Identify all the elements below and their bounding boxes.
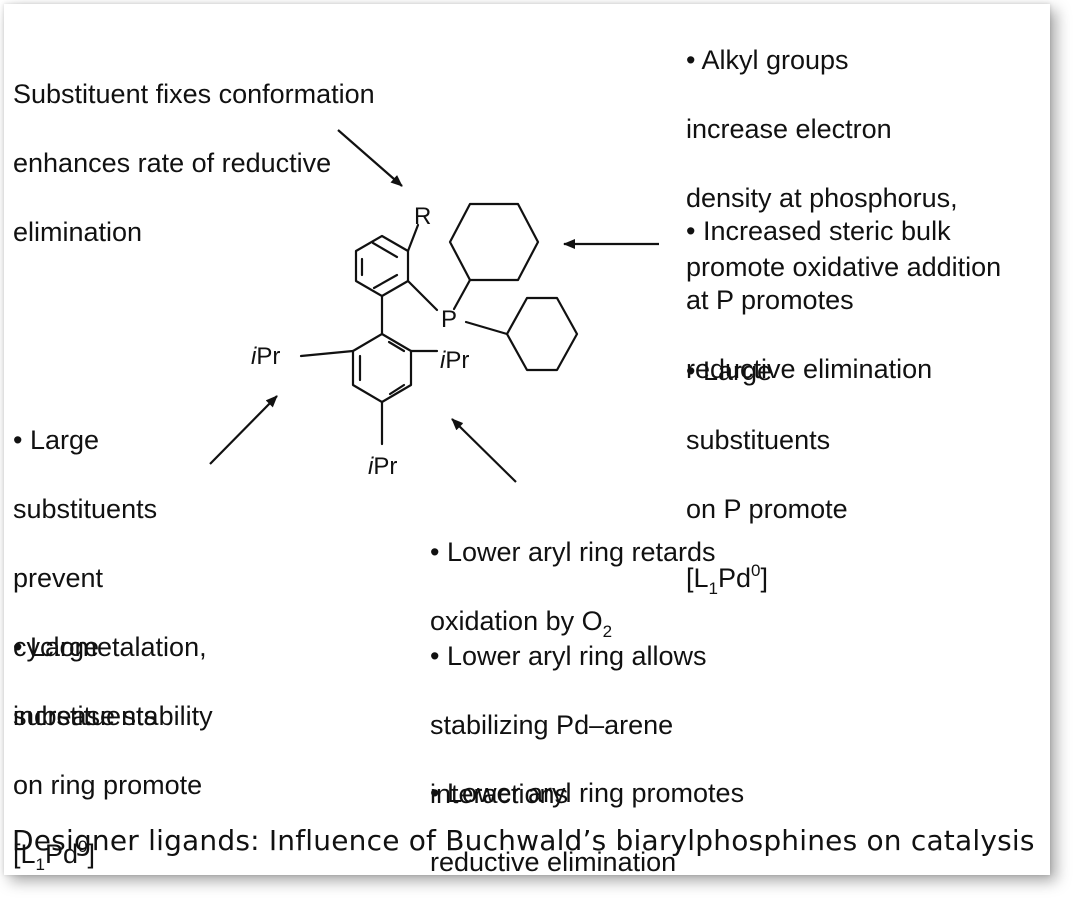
annotation-conformation: Substituent fixes conformation enhances … <box>13 78 375 247</box>
annotation-steric-bulk: • Increased steric bulk at P promotes re… <box>686 215 951 384</box>
r-label: R <box>414 203 431 230</box>
annotation-oxidation: • Lower aryl ring retards oxidation by O… <box>430 536 716 641</box>
formula-l1pd0: [L1Pd0] <box>686 560 769 598</box>
ipr-label-bottom: iPr <box>368 453 397 480</box>
annotation-large-substituents-ring: • Large substituents on ring promote [L1… <box>13 631 203 874</box>
lower-aryl-ring <box>351 332 413 404</box>
formula-l1pd0: [L1Pd0] <box>13 836 96 874</box>
arrow-conformation <box>337 129 403 187</box>
ipr-label-right: iPr <box>440 347 469 374</box>
annotation-pd-arene: • Lower aryl ring allows stabilizing Pd–… <box>430 640 707 809</box>
biarylphosphine-structure: R P iPr iPr iPr <box>209 129 659 483</box>
cyclohexyl-ring-lower <box>505 296 579 372</box>
annotation-cyclometalation: • Large substituents prevent cyclometala… <box>13 424 213 731</box>
annotation-alkyl-groups: • Alkyl groups increase electron density… <box>686 44 1002 282</box>
phosphorus-label: P <box>441 306 457 333</box>
annotation-reductive-elimination: • Lower aryl ring promotes reductive eli… <box>430 777 745 877</box>
figure-card: Substituent fixes conformation enhances … <box>4 4 1050 877</box>
cyclohexyl-ring-upper <box>448 202 540 282</box>
figure-caption: Designer ligands: Influence of Buchwald’… <box>12 824 1035 857</box>
annotation-large-substituents-p: • Large substituents on P promote [L1Pd0… <box>686 355 848 598</box>
arrow-lower-ring <box>451 418 517 483</box>
ipr-label-left: iPr <box>251 343 280 370</box>
upper-aryl-ring <box>354 234 410 298</box>
arrow-cyclometalation <box>209 395 278 465</box>
